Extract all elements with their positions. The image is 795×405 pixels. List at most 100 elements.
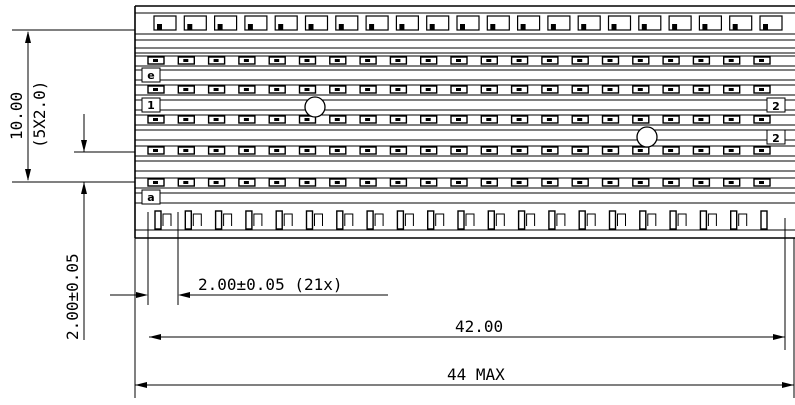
- span-44-value: 44 MAX: [447, 365, 505, 384]
- top-latch-slot: [611, 24, 617, 30]
- contact-pad: [541, 115, 559, 124]
- contact-pad-dot: [243, 149, 249, 152]
- contact-pad: [207, 85, 226, 94]
- top-latch-slot: [429, 24, 435, 30]
- contact-pad: [359, 146, 377, 155]
- contact-pad-dot: [213, 181, 219, 184]
- contact-pad: [723, 115, 741, 124]
- contact-pad: [541, 146, 559, 155]
- contact-pad: [238, 146, 256, 155]
- top-latch-slot: [308, 24, 314, 30]
- contact-pad-dot: [395, 149, 401, 152]
- contact-pad-dot: [668, 88, 674, 91]
- pin-leg: [517, 210, 526, 230]
- top-latch: [668, 15, 692, 31]
- top-latch: [153, 15, 177, 31]
- contact-pad: [601, 115, 620, 124]
- contact-pad: [420, 146, 438, 155]
- contact-pad: [662, 56, 680, 65]
- contact-pad-dot: [728, 88, 734, 91]
- pin-notch: [162, 213, 172, 226]
- contact-pad: [238, 85, 256, 94]
- pin-leg: [699, 210, 708, 230]
- contact-pad: [450, 146, 468, 155]
- contact-pad: [480, 56, 498, 65]
- row-marker-right-2a: 2: [766, 97, 786, 113]
- row-marker-right-2b: 2: [766, 129, 786, 145]
- contact-pad: [723, 178, 741, 187]
- contact-pad: [723, 85, 741, 94]
- contact-pad: [632, 146, 650, 155]
- contact-pad-dot: [395, 59, 401, 62]
- top-latch: [607, 15, 632, 31]
- contact-pad: [662, 146, 680, 155]
- contact-pad: [541, 56, 559, 65]
- contact-pad-dot: [395, 118, 401, 121]
- contact-pad-dot: [153, 59, 158, 62]
- row-marker-left-1: 1: [141, 97, 161, 113]
- contact-pad: [632, 115, 650, 124]
- span-42-dimension: 42.00: [149, 218, 786, 350]
- top-latch-slot: [702, 24, 708, 30]
- top-latch: [304, 15, 329, 31]
- top-latch-slot: [672, 24, 678, 30]
- top-latch-slot: [550, 24, 556, 30]
- contact-pad: [753, 178, 771, 187]
- span-44-dimension: 44 MAX: [134, 238, 795, 398]
- polarization-hole-right: [636, 126, 658, 148]
- top-latch: [577, 15, 601, 31]
- contact-pad: [238, 56, 256, 65]
- top-latch: [516, 15, 541, 31]
- contact-pad-dot: [577, 88, 583, 91]
- contact-pad: [177, 56, 196, 65]
- pin-leg: [427, 210, 435, 230]
- contact-pad-dot: [456, 149, 461, 152]
- contact-pad: [268, 85, 286, 94]
- pin-notch: [738, 213, 748, 226]
- contact-pad-dot: [274, 59, 280, 62]
- contact-pad-dot: [274, 88, 280, 91]
- contact-pad-dot: [183, 59, 189, 62]
- contact-pad: [207, 115, 226, 124]
- top-latch: [547, 15, 571, 31]
- contact-pad-dot: [153, 149, 158, 152]
- pin-leg: [487, 210, 495, 230]
- contact-pad: [147, 115, 165, 124]
- contact-pad: [753, 146, 771, 155]
- height-dimension: 10.00 (5X2.0): [7, 29, 135, 183]
- top-latch-row: [153, 15, 783, 31]
- contact-pad-dot: [577, 118, 583, 121]
- contact-pad: [147, 56, 165, 65]
- pin-notch: [404, 213, 414, 226]
- top-latch-slot: [581, 24, 587, 30]
- contact-pad-dot: [486, 118, 492, 121]
- contact-pad-dot: [213, 118, 219, 121]
- contact-pad-dot: [243, 181, 249, 184]
- svg-text:e: e: [147, 69, 154, 82]
- pin-notch: [617, 213, 626, 226]
- contact-pad-dot: [153, 181, 158, 184]
- top-latch: [638, 15, 662, 31]
- contact-pad-dot: [365, 88, 371, 91]
- contact-pad-dot: [274, 149, 280, 152]
- contact-pad: [571, 146, 589, 155]
- contact-pad-dot: [365, 59, 371, 62]
- contact-pad-dot: [304, 149, 310, 152]
- contact-pad-dot: [365, 181, 371, 184]
- contact-pad: [329, 115, 347, 124]
- contact-pad: [692, 56, 711, 65]
- pin-notch: [283, 213, 293, 226]
- pin-notch: [374, 213, 384, 226]
- pin-notch: [556, 213, 566, 226]
- contact-pad: [147, 178, 165, 187]
- top-latch-slot: [187, 24, 193, 30]
- contact-pad-dot: [304, 181, 310, 184]
- contact-pad: [601, 56, 620, 65]
- contact-rows: [135, 55, 795, 204]
- pin-notch: [465, 213, 475, 226]
- pin-leg: [730, 210, 738, 230]
- contact-pad: [541, 178, 559, 187]
- pin-leg: [184, 210, 193, 230]
- pin-leg: [760, 210, 768, 230]
- pin-notch: [586, 213, 596, 226]
